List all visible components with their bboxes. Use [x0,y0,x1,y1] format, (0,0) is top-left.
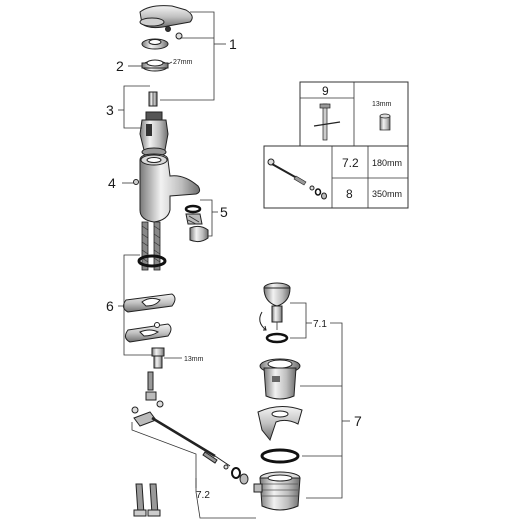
cap-nut-27mm [141,59,169,72]
handle-screw [165,26,183,40]
dimension-13mm-nut: 13mm [184,356,204,363]
flex-hoses [141,221,161,271]
drain-lift-rod [133,411,231,467]
drain-body [253,471,301,511]
callout-4: 4 [108,175,116,191]
drain-stopper [259,282,291,331]
callout-5: 5 [220,204,228,220]
table-tool-size: 13mm [372,101,392,108]
dimension-27mm: 27mm [173,59,193,66]
drain-flange [259,358,301,400]
mounting-plate-lower [124,322,172,343]
pop-up-rod-clip [131,371,164,414]
callout-7-1: 7.1 [313,319,327,330]
callout-7: 7 [354,413,362,429]
callout-6: 6 [106,298,114,314]
stopper-seal [265,332,289,344]
base-o-ring [137,254,167,268]
table-row-length: 350mm [372,189,402,199]
callout-1: 1 [229,36,237,52]
wrench-tool-icon [313,103,341,141]
spare-parts-table [263,81,409,209]
callout-3: 3 [106,102,114,118]
table-row-ref: 7.2 [342,156,359,170]
socket-13mm-icon [379,113,391,131]
aerator-assembly [184,204,209,243]
stem-adapter [148,91,158,107]
mounting-plate-upper [122,293,176,313]
lever-handle [139,5,193,29]
drain-o-ring [260,448,300,464]
callout-7-2: 7.2 [196,490,210,501]
callout-2: 2 [116,58,124,74]
table-tool-number: 9 [322,84,329,98]
handle-ring [141,38,169,50]
table-row-ref: 8 [346,187,353,201]
table-row-length: 180mm [372,158,402,168]
drain-gasket-wedge [257,406,303,442]
mounting-nut-13mm [151,347,165,369]
supply-hose-ends [133,483,161,517]
drain-rod-kit-icon [267,158,327,200]
cartridge [139,111,169,157]
pivot-ball-parts [223,464,249,485]
leader-lines [118,11,350,519]
